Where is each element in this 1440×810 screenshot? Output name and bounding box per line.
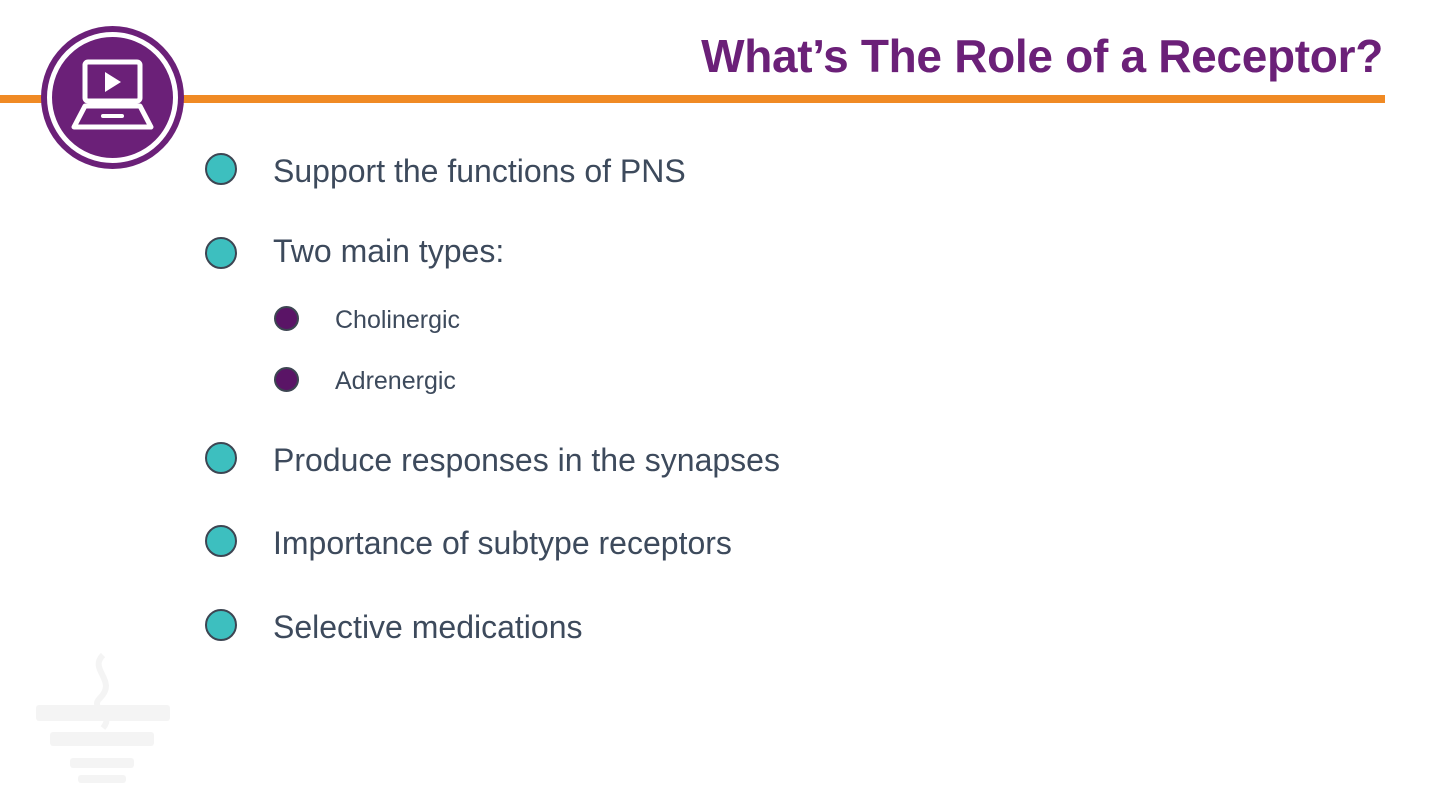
bullet-subtype-receptors: Importance of subtype receptors <box>273 525 732 561</box>
bullet-support-functions: Support the functions of PNS <box>273 153 686 189</box>
bullet-dot-primary <box>205 237 237 269</box>
laptop-play-icon <box>47 32 178 163</box>
header-rule <box>0 95 1385 103</box>
bullet-two-main-types: Two main types: <box>273 233 505 269</box>
bullet-dot-secondary <box>274 367 299 392</box>
sub-bullet-adrenergic: Adrenergic <box>335 367 456 395</box>
bullet-dot-secondary <box>274 306 299 331</box>
bullet-dot-primary <box>205 153 237 185</box>
bullet-selective-medications: Selective medications <box>273 609 583 645</box>
sub-bullet-cholinergic: Cholinergic <box>335 306 461 334</box>
bullet-produce-responses: Produce responses in the synapses <box>273 442 780 478</box>
laptop-play-badge <box>41 26 184 169</box>
bullet-dot-primary <box>205 442 237 474</box>
bullet-dot-primary <box>205 609 237 641</box>
logo-watermark <box>36 652 170 783</box>
bullet-dot-primary <box>205 525 237 557</box>
slide-title: What’s The Role of a Receptor? <box>701 30 1383 82</box>
